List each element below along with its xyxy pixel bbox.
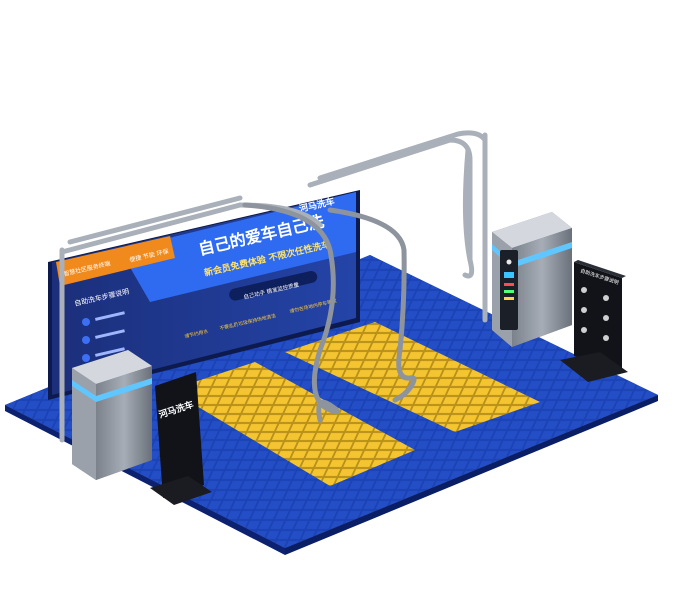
wash-pad-left [170,362,415,486]
step-list [82,311,125,362]
banner-wall [48,190,360,400]
hose-right [327,207,417,403]
step-icon [82,318,90,326]
right-frame-pipes [307,130,488,323]
control-cabinet-left [72,350,152,480]
step-icon [82,354,90,362]
hose-left [242,202,340,423]
step-icon [82,336,90,344]
instruction-stand-left: 河马洗车 [150,372,212,505]
instruction-stand-right: 自助洗车步骤说明 [560,260,628,382]
left-frame-pipes [59,195,323,443]
control-cabinet-right [492,212,572,347]
